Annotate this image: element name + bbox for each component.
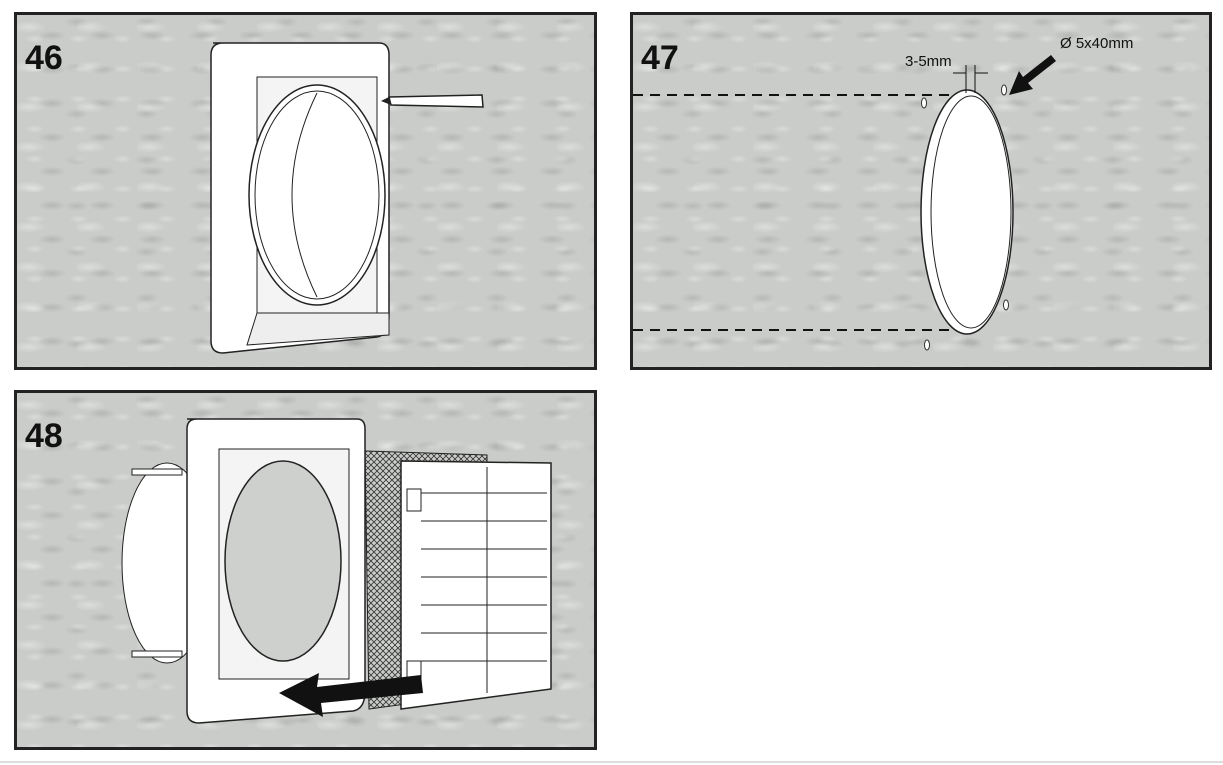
step-number: 48 xyxy=(25,417,63,455)
step-46-panel: 46 xyxy=(14,12,597,370)
grille-assembly-illustration xyxy=(121,418,552,724)
gap-dimension-label: 3-5mm xyxy=(905,53,952,70)
drill-hole xyxy=(1003,299,1009,311)
step-number: 47 xyxy=(641,39,679,77)
drill-hole xyxy=(1001,84,1007,96)
step-47-panel: 47 3-5mm Ø 5x40mm xyxy=(630,12,1212,370)
drill-hole xyxy=(924,339,930,351)
arrow-icon xyxy=(1009,55,1056,95)
page-bottom-divider xyxy=(0,761,1223,763)
drill-hole xyxy=(921,97,927,109)
step-48-panel: 48 xyxy=(14,390,597,750)
arrow-icon xyxy=(279,673,423,717)
louvre-grille xyxy=(400,460,552,710)
pencil-icon xyxy=(388,94,484,108)
step-number: 46 xyxy=(25,39,63,77)
drill-size-label: Ø 5x40mm xyxy=(1060,35,1134,52)
wall-hole-illustration xyxy=(633,55,1056,351)
frame-marking-illustration xyxy=(210,42,484,354)
